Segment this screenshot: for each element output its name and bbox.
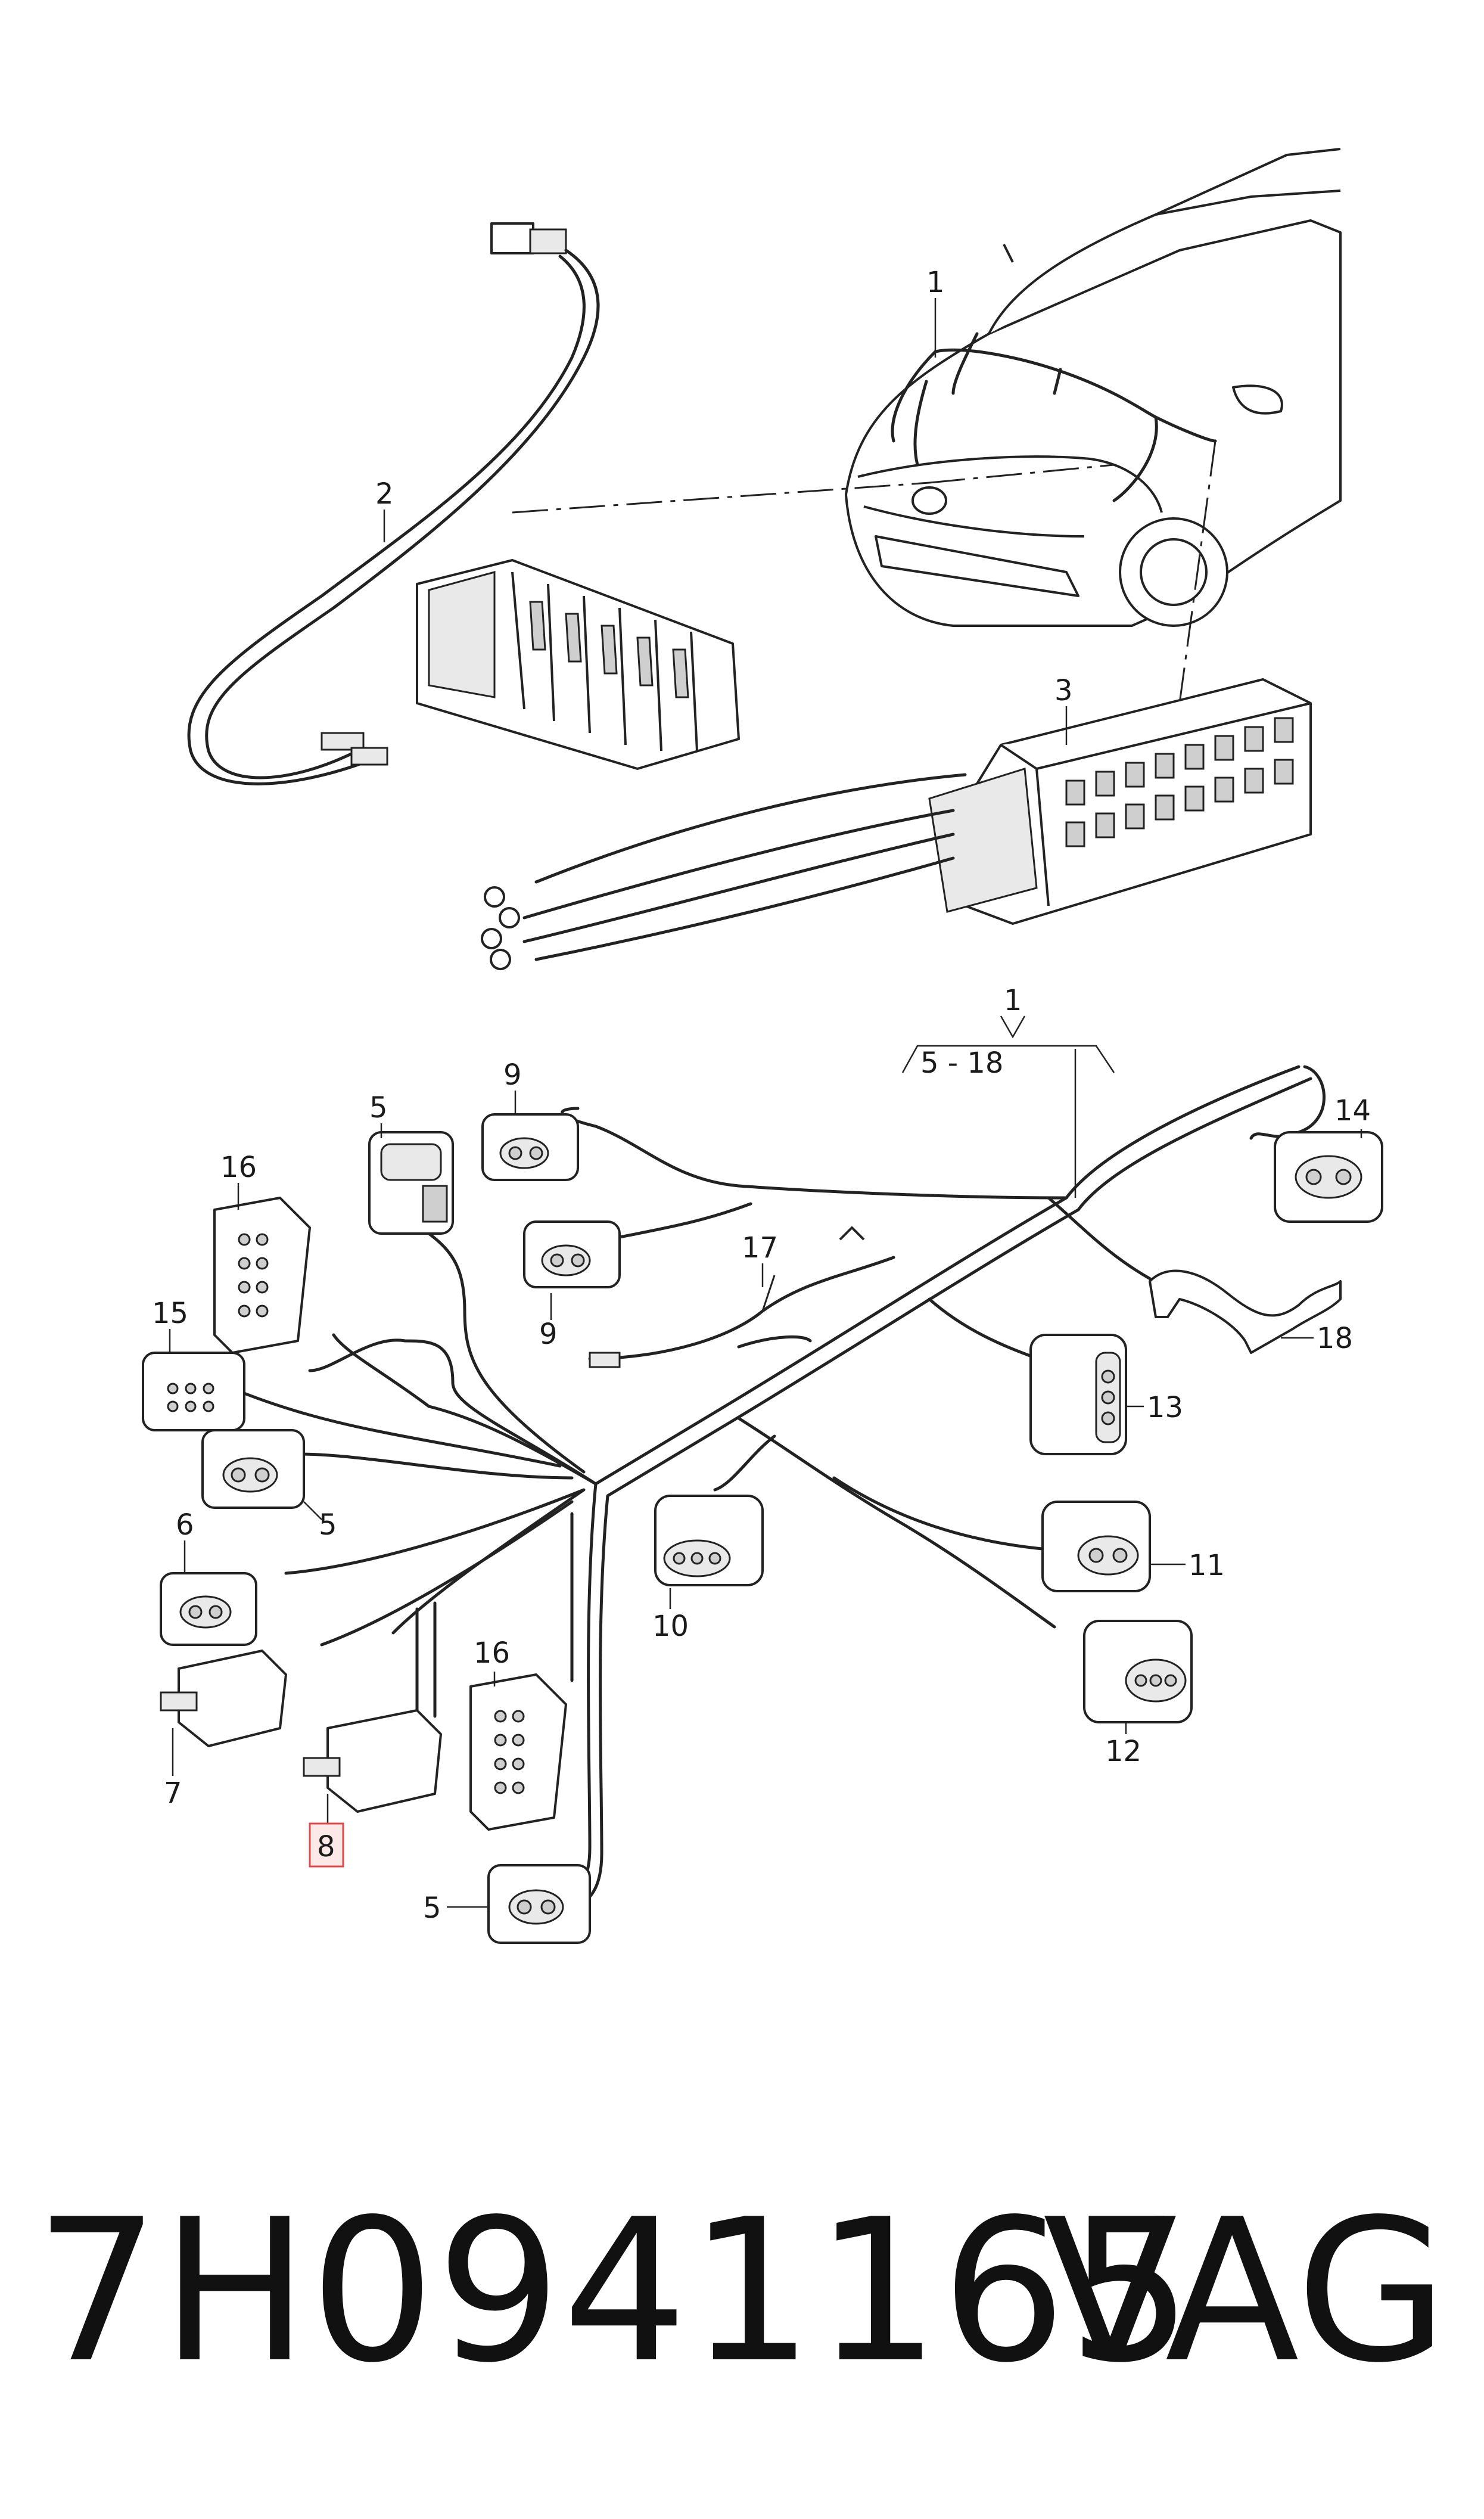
wiring-harness-diagram: 1 2 3 1 5 - 18 9 9 5 16 15 5 6 7 8 16 5 … bbox=[142, 148, 1383, 1944]
callout-11: 11 bbox=[1189, 1549, 1225, 1582]
connector-10 bbox=[654, 1495, 764, 1586]
callout-8-highlight-box bbox=[309, 1822, 344, 1868]
part-18-bracket bbox=[1149, 1269, 1342, 1354]
callout-8: 8 bbox=[317, 1830, 335, 1863]
connector-14 bbox=[1274, 1131, 1383, 1223]
callout-2: 2 bbox=[375, 477, 394, 511]
callout-9-a: 9 bbox=[503, 1058, 522, 1092]
part-2-harness bbox=[187, 222, 1115, 785]
connector-16b bbox=[469, 1673, 567, 1831]
brand-name: VAG bbox=[1043, 2177, 1448, 2406]
connector-11 bbox=[1041, 1501, 1151, 1592]
connector-5b bbox=[201, 1429, 305, 1509]
car-front-illustration bbox=[845, 148, 1342, 704]
leader-lines bbox=[169, 298, 1362, 1908]
connector-9b bbox=[523, 1220, 621, 1288]
callout-5-c: 5 bbox=[423, 1891, 441, 1925]
callout-1-top: 1 bbox=[926, 266, 945, 299]
part-3-fuse-box bbox=[481, 678, 1312, 970]
callout-6: 6 bbox=[176, 1508, 194, 1542]
part-number: 7H0941165 bbox=[35, 2177, 1194, 2406]
connector-6 bbox=[160, 1572, 257, 1646]
connector-16a bbox=[213, 1197, 311, 1354]
connector-5c bbox=[487, 1864, 591, 1944]
callout-7: 7 bbox=[164, 1776, 182, 1810]
callout-10: 10 bbox=[652, 1610, 689, 1643]
callout-18: 18 bbox=[1317, 1322, 1353, 1355]
callout-5-a: 5 bbox=[369, 1091, 388, 1125]
callout-1-group: 1 bbox=[1004, 984, 1022, 1017]
connectors bbox=[142, 1113, 1383, 1944]
connector-8 bbox=[303, 1709, 442, 1813]
connector-7 bbox=[160, 1650, 287, 1747]
callout-range: 5 - 18 bbox=[920, 1046, 1003, 1080]
callout-16-b: 16 bbox=[474, 1636, 510, 1670]
callout-5-b: 5 bbox=[319, 1508, 337, 1542]
part-17-cable-end bbox=[589, 1226, 865, 1368]
connector-5a bbox=[368, 1131, 454, 1235]
callout-17: 17 bbox=[742, 1231, 778, 1265]
callout-labels: 1 2 3 1 5 - 18 9 9 5 16 15 5 6 7 8 16 5 … bbox=[152, 266, 1371, 1925]
connector-15 bbox=[142, 1352, 245, 1431]
callout-3: 3 bbox=[1054, 674, 1073, 707]
callout-14: 14 bbox=[1334, 1094, 1371, 1128]
callout-16-a: 16 bbox=[220, 1151, 257, 1184]
connector-9a bbox=[481, 1113, 579, 1181]
callout-15: 15 bbox=[152, 1297, 188, 1330]
callout-12: 12 bbox=[1105, 1735, 1141, 1768]
connector-12 bbox=[1083, 1620, 1193, 1723]
connector-13 bbox=[1029, 1334, 1127, 1455]
fuse-holder-block bbox=[416, 559, 740, 770]
callout-13: 13 bbox=[1147, 1391, 1183, 1424]
callout-9-b: 9 bbox=[539, 1318, 558, 1351]
